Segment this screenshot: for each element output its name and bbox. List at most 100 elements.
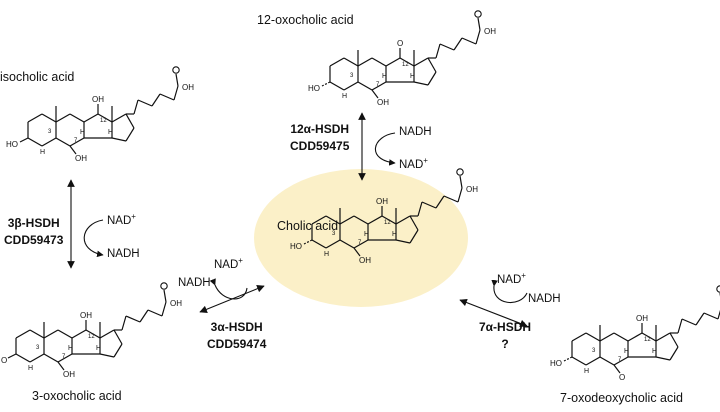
bond [427,57,437,73]
bond [137,99,153,107]
atom-label: H [96,345,101,352]
bond [453,37,463,51]
bond [325,215,341,225]
bond [457,187,463,203]
bond [19,137,29,143]
bond [27,113,43,123]
bond [311,215,327,225]
bond [71,329,87,339]
bond [571,356,587,366]
bond [163,289,167,303]
bond [41,137,57,147]
bond [69,113,85,123]
atom-label: 7 [358,240,362,246]
atom-label: 12 [644,337,651,343]
bond [133,99,139,115]
bond [57,329,73,339]
bond [443,195,459,203]
enzyme-gene: CDD59475 [290,139,350,153]
bond [417,201,423,217]
cofactor-nadh-7a: NADH [528,293,561,305]
bond [325,239,341,249]
enzyme-gene: ? [501,337,509,351]
bond [427,71,437,86]
bond [15,353,31,363]
bond [395,215,411,225]
bond [399,57,415,67]
atom-label: H [364,231,369,238]
enzyme-gene: CDD59473 [4,233,64,247]
compound-name-3-oxocholic-acid: 3-oxocholic acid [32,389,122,403]
bond [15,329,31,339]
atom-label: H [324,251,329,258]
enzyme-gene: CDD59474 [207,337,267,351]
bond [367,215,383,225]
atom-label: O [1,356,7,365]
bond [381,215,397,225]
atom-label: OH [484,27,496,36]
bond [627,332,643,342]
bond [139,309,149,323]
bond [695,312,705,326]
bond [159,93,175,101]
cofactor-arrow-7a [491,279,528,303]
atom-label: 7 [74,138,78,144]
enzyme-name: 3β-HSDH [7,216,60,230]
bond [655,356,671,361]
bond [7,353,17,359]
bond [413,57,429,67]
cofactor-arrow-3b [83,219,104,258]
bond [113,329,123,345]
bond [111,113,127,123]
atom-label: OH [63,370,75,379]
cofactor-nad-3a: NAD+ [214,256,243,271]
atom-label: OH [80,311,92,320]
bond [99,353,115,358]
bond [329,81,345,91]
atom-label: OH [359,256,371,265]
bond [321,81,331,87]
bond [97,113,113,123]
bond [57,361,65,371]
bond [151,93,161,107]
atom-label: OH [377,98,389,107]
bond [585,356,601,366]
compound-name-12-oxocholic-acid: 12-oxocholic acid [257,13,354,27]
bond [99,329,115,339]
bond [353,215,369,225]
oxygen-atom [160,282,168,290]
bond [461,37,477,45]
bond [435,195,445,209]
oxygen-atom [172,66,180,74]
bond [173,85,179,101]
atom-label: H [28,365,33,372]
atom-label: 7 [376,82,380,88]
arrow-7a [459,298,528,328]
atom-label: H [382,73,387,80]
bond [599,356,615,366]
atom-label: OH [466,185,478,194]
bond [41,113,57,123]
bond [613,332,629,342]
bond [613,364,621,374]
cofactor-arrow-3a [209,278,248,300]
bond [409,215,419,231]
bond [409,229,419,244]
atom-label: OH [376,197,388,206]
atom-label: O [397,39,403,48]
bond [343,81,359,91]
bond [57,353,73,363]
bond [27,137,43,147]
bond [563,356,573,362]
bond [459,175,463,189]
atom-label: 7 [618,357,622,363]
atom-label: O [619,373,625,382]
atom-label: H [80,129,85,136]
compound-name-7-oxodeoxycholic-acid: 7-oxodeoxycholic acid [560,391,683,405]
bond [475,29,481,45]
bond [477,17,481,31]
enzyme-name: 7α-HSDH [479,320,532,334]
